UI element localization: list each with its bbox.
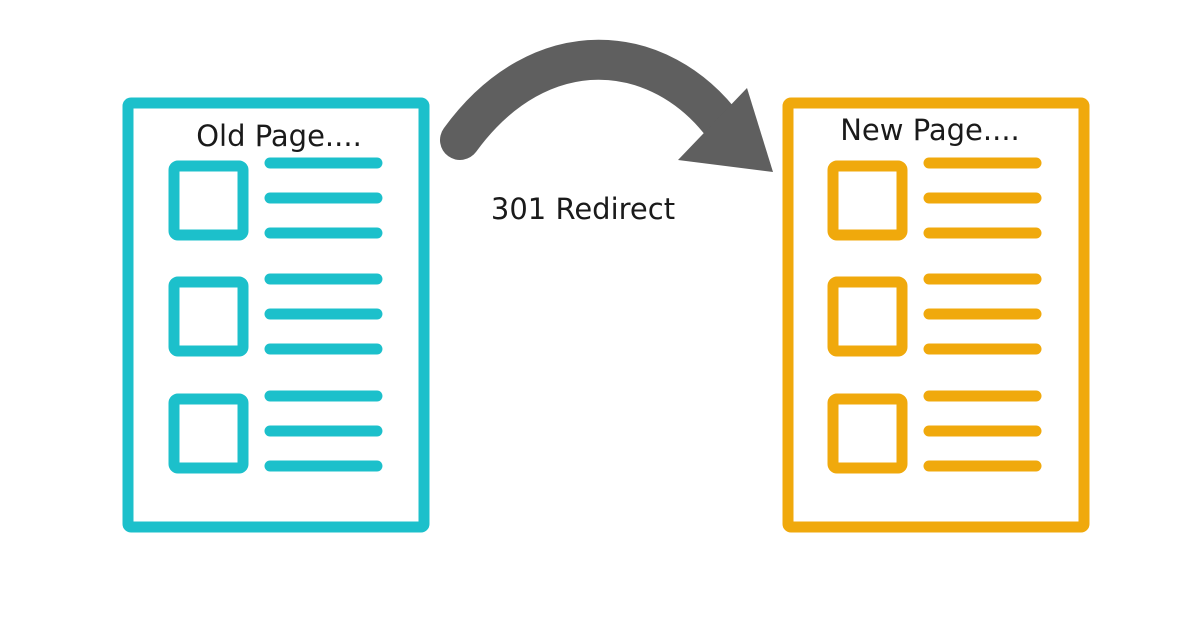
- new-page-title: New Page....: [840, 113, 1020, 147]
- new-page-frame: [782, 97, 1090, 533]
- new-page-thumbnail-box: [827, 160, 908, 241]
- arrow-shaft: [440, 39, 745, 160]
- new-page-thumbnail-box: [827, 393, 908, 474]
- old-page: Old Page....: [122, 97, 430, 533]
- redirect-label: 301 Redirect: [491, 192, 675, 226]
- new-page: New Page....: [782, 97, 1090, 533]
- new-page-thumbnail-box: [827, 276, 908, 357]
- arrow-head: [678, 88, 773, 172]
- old-page-thumbnail-box: [168, 276, 249, 357]
- old-page-frame: [122, 97, 430, 533]
- old-page-thumbnail-box: [168, 160, 249, 241]
- redirect-arrow: [440, 39, 773, 172]
- old-page-thumbnail-box: [168, 393, 249, 474]
- old-page-title: Old Page....: [196, 119, 362, 153]
- new-page-content: [827, 157, 1042, 474]
- old-page-content: [168, 157, 383, 474]
